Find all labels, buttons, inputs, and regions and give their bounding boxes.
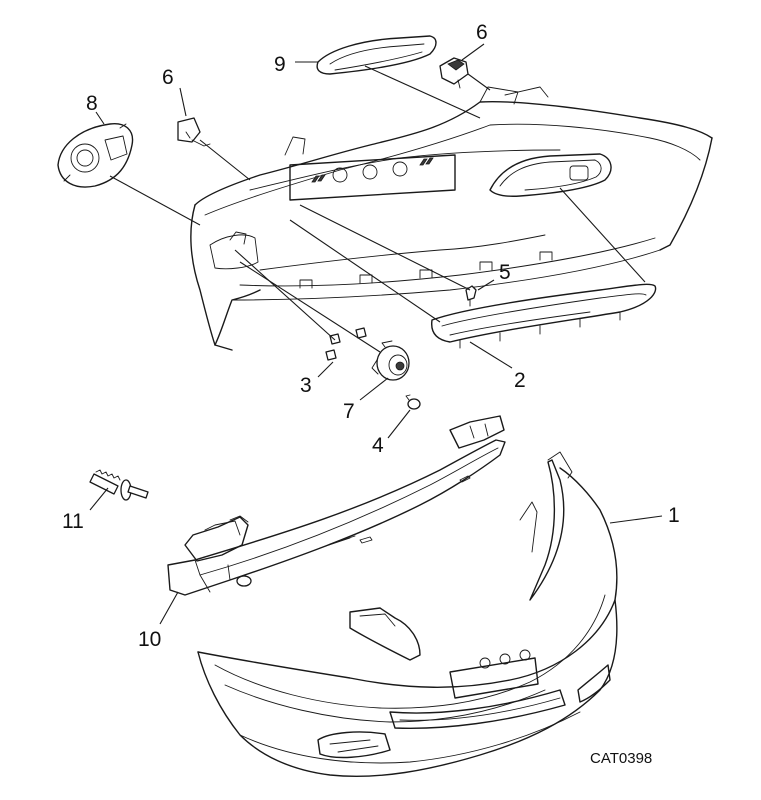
callout-3: 3 [300, 374, 312, 397]
part-6-bracket-right [439, 57, 469, 89]
part-6-bracket-left [177, 117, 211, 147]
callout-4: 4 [372, 434, 384, 457]
callout-1: 1 [668, 504, 680, 527]
callout-labels: 1 2 3 4 5 6 6 7 8 9 10 11 [62, 21, 680, 651]
part-2-lower-grille [431, 283, 657, 349]
callout-7: 7 [343, 400, 355, 423]
part-11-bolt [89, 469, 149, 501]
part-7-parking-sensor [371, 340, 410, 381]
part-8-lamp-bezel [57, 123, 134, 188]
upper-bumper-cover [190, 86, 713, 351]
callout-9: 9 [274, 53, 286, 76]
leader-lines [89, 43, 663, 625]
callout-11: 11 [62, 510, 84, 533]
part-3-nuts [325, 327, 367, 361]
catalog-code: CAT0398 [590, 750, 652, 767]
part-10-impact-beam [167, 415, 506, 596]
part-9-trim-frame [316, 35, 437, 75]
callout-8: 8 [86, 92, 98, 115]
callout-2: 2 [514, 369, 526, 392]
part-1-front-bumper [197, 451, 618, 777]
callout-6-left: 6 [162, 66, 174, 89]
callout-10: 10 [138, 628, 161, 651]
part-4-push-pin [405, 394, 421, 410]
callout-5: 5 [499, 261, 511, 284]
callout-6-right: 6 [476, 21, 488, 44]
